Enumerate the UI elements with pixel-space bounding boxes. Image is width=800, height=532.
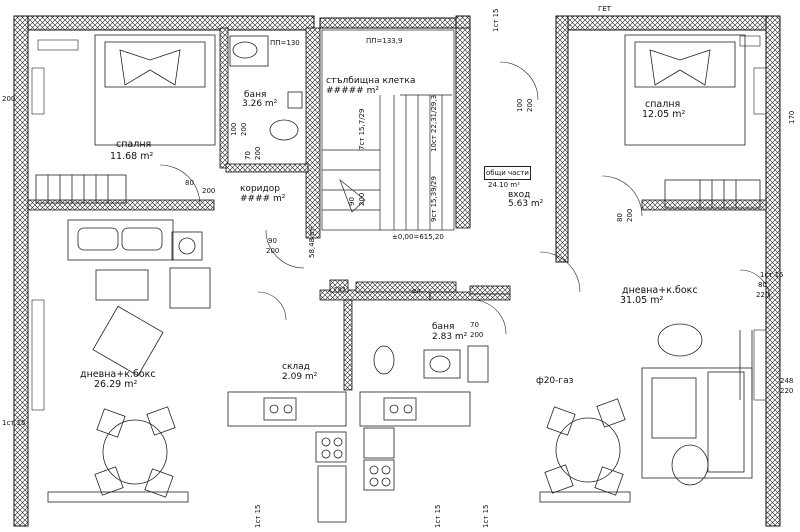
door-width-d5: 80 [616,213,624,222]
annotation-zero-level: ±0,00=615,20 [392,233,444,241]
door-height-d5: 200 [626,208,634,222]
entry-walls [329,279,511,295]
room-name-storage: склад [282,362,310,372]
door-height-d9: 200 [358,192,366,206]
annotation-stair-3: 9ст 15,39/29 [430,176,438,222]
room-area-storage: 2.09 m² [282,372,318,382]
room-area-living-left: 26.29 m² [94,379,138,390]
door-swings [159,61,771,335]
room-area-common-parts: 24.10 m² [488,181,520,189]
door-height-d4: 200 [526,98,534,112]
room-area-corridor: #### m² [240,194,286,204]
annotation-gas: газ [334,285,346,293]
room-name-stairwell: стълбищна клетка [326,76,416,86]
dining-right [539,398,631,503]
door-height-d3: 200 [266,247,280,255]
door-width-d2: 70 [244,151,252,160]
staircase [321,29,455,231]
outer-walls [13,15,781,527]
room-name-common-parts: общи части [484,166,531,180]
dimension-200: 200 [2,95,16,103]
door-width-d9: 90 [348,197,356,206]
room-area-stairwell: ##### m² [326,86,379,96]
annotation-pp1339: ПП=133,9 [366,37,403,45]
room-area-bathroom-top: 3.26 m² [242,99,278,109]
windows [31,35,767,411]
door-width-d3: 90 [268,237,277,245]
sofa-right [641,323,753,486]
dining-left [47,406,189,503]
annotation-ct15-bottom3: 1ст 15 [482,504,490,528]
annotation-get: ГЕТ [598,5,611,13]
room-name-bedroom-left: спалня [116,139,152,150]
dimension-248: 248 [780,377,794,385]
room-name-living-left: дневна+к.бокс [80,369,156,380]
annotation-ct15-top: 1ст 15 [492,8,500,32]
door-height-d8: 200 [240,122,248,136]
annotation-stair-1: 7ст 15,7/29 [358,108,366,150]
annotation-gas-pipe: ф20-газ [536,376,574,386]
bed-left [94,34,216,146]
wardrobe-left [35,174,127,204]
annotation-ct15-right: 1ст 15 [760,271,784,279]
door-height-d2: 200 [254,146,262,160]
room-name-bathroom-mid: баня [432,322,455,332]
interior-walls [27,27,767,391]
dimension-220: 220 [780,387,794,395]
door-width-d7: 70 [470,321,479,329]
annotation-stair-2: 10ст 22,31/29,3 [430,94,438,152]
door-width-d6: 80 [758,281,767,289]
room-name-living-right: дневна+к.бокс [622,285,698,296]
room-name-bedroom-right: спалня [645,99,681,110]
bathroom-fixtures [229,35,489,383]
kitchen-counters [227,391,471,523]
door-height-d6: 220 [756,291,770,299]
annotation-ct15-bottom2: 1ст 15 [434,504,442,528]
annotation-pp130: ПП=130 [270,39,300,47]
door-width-d4: 100 [516,98,524,112]
room-area-bedroom-left: 11.68 m² [110,151,154,162]
room-area-entrance: 5.63 m² [508,199,544,209]
annotation-ct15-left: 1ст 15 [2,419,26,427]
door-width-d1: 80 [185,179,194,187]
bed-right [624,34,746,146]
room-area-bathroom-mid: 2.83 m² [432,332,468,342]
room-area-living-right: 31.05 m² [620,295,664,306]
room-name-entrance: вход [508,190,531,200]
room-area-bedroom-right: 12.05 m² [642,109,686,120]
door-height-d1: 200 [202,187,216,195]
annotation-el: ел [412,287,421,295]
annotation-area-5848: 58,48 m² [308,226,316,258]
annotation-ct15-bottom1: 1ст 15 [254,504,262,528]
dimension-170: 170 [788,110,796,124]
room-name-bathroom-top: баня [244,90,267,100]
door-height-d7: 200 [470,331,484,339]
door-width-d8: 100 [230,122,238,136]
room-name-corridor: коридор [240,184,280,194]
sofa-left [67,219,211,377]
wardrobe-right [664,179,761,209]
